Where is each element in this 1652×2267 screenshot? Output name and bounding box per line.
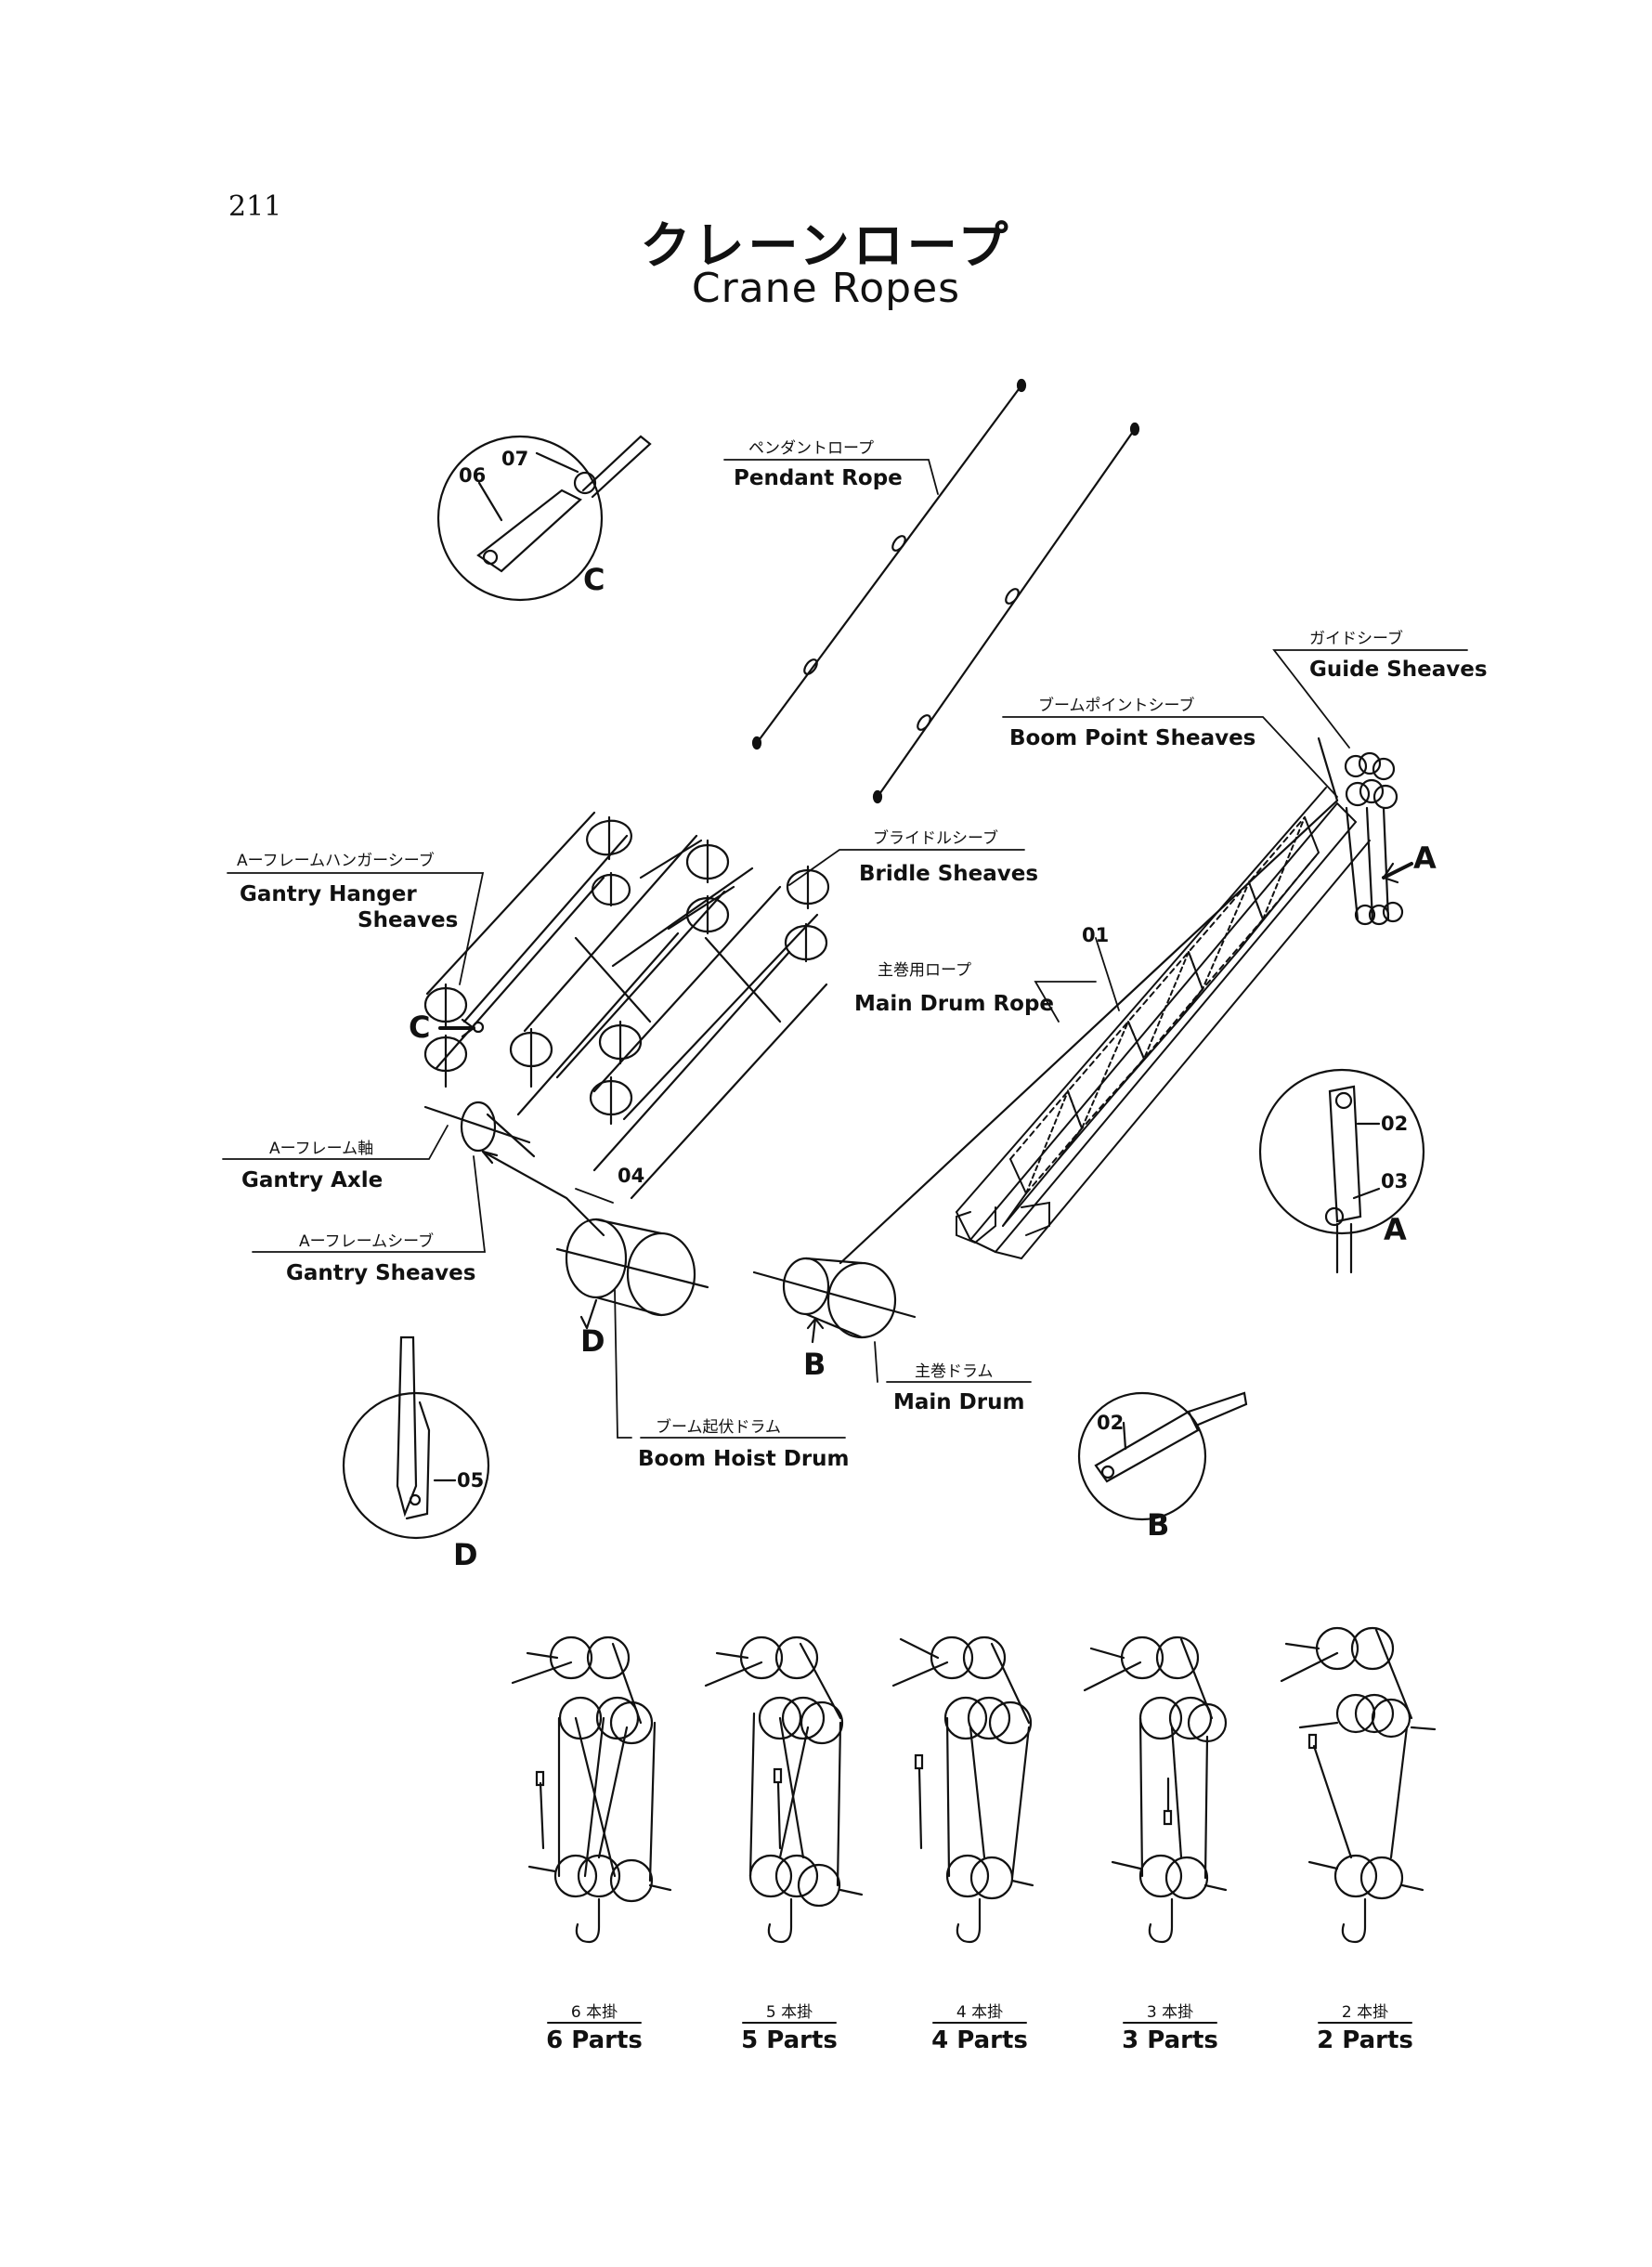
- part-number-04: 04: [618, 1165, 645, 1187]
- part-number-01: 01: [1082, 924, 1110, 946]
- gantry-hanger-sheaves-label-jp: Aーフレームハンガーシーブ: [237, 852, 435, 870]
- page-title: Crane Ropes: [691, 265, 961, 312]
- guide-sheaves-label: Guide Sheaves: [1309, 658, 1488, 682]
- bridle-sheaves-label: Bridle Sheaves: [859, 862, 1039, 886]
- reeving-4-label-jp: 4 本掛: [956, 2003, 1004, 2022]
- gantry-hanger-sheaves-label-line2: Sheaves: [358, 908, 459, 932]
- part-number-07: 07: [501, 448, 529, 470]
- detail-label-b: B: [1147, 1507, 1170, 1543]
- guide-sheaves-label-jp: ガイドシーブ: [1309, 630, 1403, 648]
- gantry-axle-label: Gantry Axle: [241, 1168, 384, 1192]
- reeving-3-label: 3 Parts: [1122, 2026, 1218, 2054]
- page-title-jp: クレーンロープ: [640, 216, 1012, 275]
- pendant-rope-label: Pendant Rope: [734, 466, 903, 490]
- reeving-4-label: 4 Parts: [931, 2026, 1028, 2054]
- reeving-6-label: 6 Parts: [546, 2026, 643, 2054]
- detail-d: [342, 1335, 490, 1540]
- pendant-rope-label-jp: ペンダントロープ: [748, 439, 874, 458]
- boom-hoist-drum-label: Boom Hoist Drum: [638, 1447, 850, 1471]
- main-drum-label-jp: 主巻ドラム: [915, 1362, 994, 1381]
- main-drum-rope: [839, 736, 1339, 1265]
- boom-lattice: [956, 787, 1371, 1259]
- detail-label-a: A: [1384, 1212, 1407, 1247]
- part-number-03: 03: [1381, 1170, 1409, 1192]
- gantry-sheaves-label: Gantry Sheaves: [286, 1261, 476, 1285]
- part-number-05: 05: [457, 1469, 485, 1492]
- pendant-ropes: [751, 378, 1140, 804]
- part-number-02-detail-b: 02: [1097, 1412, 1125, 1434]
- detail-marker-a: A: [1413, 840, 1437, 876]
- reeving-5-parts: [704, 1635, 864, 1944]
- main-drum: [752, 1257, 917, 1344]
- reeving-6-label-jp: 6 本掛: [570, 2003, 618, 2022]
- reeving-4-parts: [891, 1635, 1034, 1944]
- boom-point-sheaves-label-jp: ブームポイントシーブ: [1038, 697, 1195, 715]
- part-number-02: 02: [1381, 1113, 1409, 1135]
- reeving-2-label-jp: 2 本掛: [1341, 2003, 1389, 2022]
- gantry-sheaves-label-jp: Aーフレームシーブ: [299, 1232, 435, 1251]
- detail-a: [1258, 1068, 1425, 1274]
- detail-b: [1077, 1391, 1248, 1521]
- reeving-5-label-jp: 5 本掛: [765, 2003, 813, 2022]
- gantry-axle: [423, 1101, 605, 1237]
- reeving-2-parts: [1280, 1626, 1437, 1944]
- boom-hoist-drum: [555, 1218, 709, 1330]
- main-drum-label: Main Drum: [893, 1390, 1025, 1414]
- leader-lines: [222, 459, 1468, 1439]
- part-number-06: 06: [459, 464, 487, 487]
- detail-label-d: D: [453, 1537, 478, 1572]
- reeving-5-label: 5 Parts: [741, 2026, 838, 2054]
- main-drum-rope-label: Main Drum Rope: [854, 992, 1055, 1016]
- detail-label-c: C: [583, 562, 605, 597]
- detail-c: [436, 435, 652, 602]
- boom-point-sheaves-label: Boom Point Sheaves: [1009, 726, 1256, 750]
- reeving-2-label: 2 Parts: [1317, 2026, 1413, 2054]
- reeving-3-label-jp: 3 本掛: [1146, 2003, 1194, 2022]
- detail-marker-c: C: [409, 1010, 431, 1045]
- boom-hoist-drum-label-jp: ブーム起伏ドラム: [656, 1418, 781, 1437]
- gantry-hanger-sheaves-label: Gantry Hanger: [240, 882, 417, 906]
- detail-marker-d: D: [580, 1323, 605, 1359]
- reeving-6-parts: [511, 1635, 672, 1944]
- main-drum-rope-label-jp: 主巻用ロープ: [878, 961, 971, 980]
- detail-marker-b: B: [803, 1347, 826, 1382]
- page-number: 211: [228, 190, 282, 223]
- gantry-axle-label-jp: Aーフレーム軸: [269, 1140, 374, 1158]
- bridle-sheaves-label-jp: ブライドルシーブ: [873, 829, 998, 848]
- gantry-rope-system: [423, 811, 830, 1200]
- reeving-3-parts: [1083, 1635, 1228, 1944]
- boom-point-sheave-cluster: [1344, 751, 1413, 926]
